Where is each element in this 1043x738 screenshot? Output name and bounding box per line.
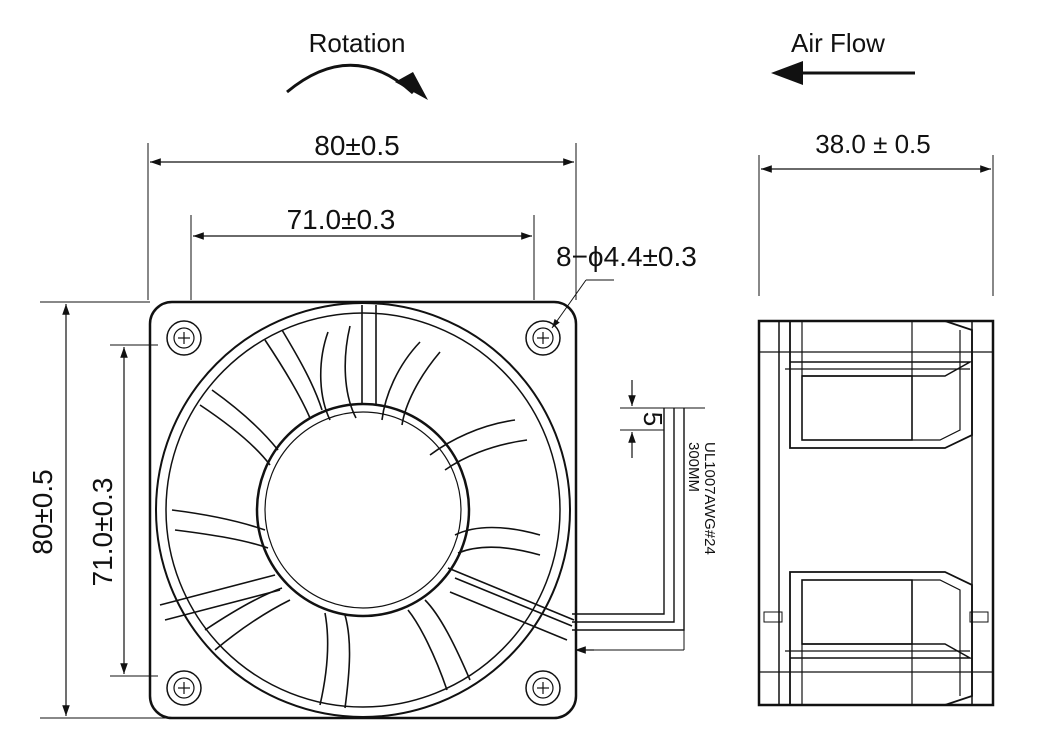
fan-front-view [148, 300, 705, 720]
height-holes-label: 71.0±0.3 [87, 478, 118, 587]
dimension-height-holes: 71.0±0.3 [87, 344, 158, 677]
depth-label: 38.0 ± 0.5 [815, 129, 930, 159]
wire-pitch-label: 5 [638, 412, 668, 426]
airflow-indicator: Air Flow [771, 28, 915, 85]
width-holes-label: 71.0±0.3 [287, 204, 396, 235]
wire-length-label: 300MM [685, 442, 702, 492]
dimension-width-outer: 80±0.5 [147, 130, 577, 300]
fan-side-view [757, 319, 995, 707]
mount-hole-icon [525, 320, 561, 356]
fan-hub [255, 402, 471, 618]
hole-spec-callout: 8−ϕ4.4±0.3 [551, 241, 697, 329]
mount-hole-icon [525, 670, 561, 706]
airflow-arrow-icon [771, 61, 915, 85]
lead-wires [572, 407, 705, 654]
mount-hole-icon [166, 670, 202, 706]
height-outer-label: 80±0.5 [27, 469, 58, 554]
rotation-label: Rotation [309, 28, 406, 58]
dimension-height-outer: 80±0.5 [27, 301, 185, 719]
hole-spec-label: 8−ϕ4.4±0.3 [556, 241, 697, 272]
mount-hole-icon [166, 320, 202, 356]
rotation-indicator: Rotation [286, 28, 428, 100]
dimension-width-holes: 71.0±0.3 [190, 204, 535, 300]
airflow-label: Air Flow [791, 28, 885, 58]
wire-spec: UL1007AWG#24 300MM [685, 442, 718, 555]
dimension-wire-pitch: 5 [620, 380, 668, 458]
rotation-arrow-icon [286, 63, 428, 100]
wire-spec-label: UL1007AWG#24 [701, 442, 718, 555]
dimension-depth: 38.0 ± 0.5 [758, 129, 994, 296]
fan-struts [159, 305, 575, 641]
width-outer-label: 80±0.5 [314, 130, 399, 161]
fan-blades [171, 325, 541, 709]
